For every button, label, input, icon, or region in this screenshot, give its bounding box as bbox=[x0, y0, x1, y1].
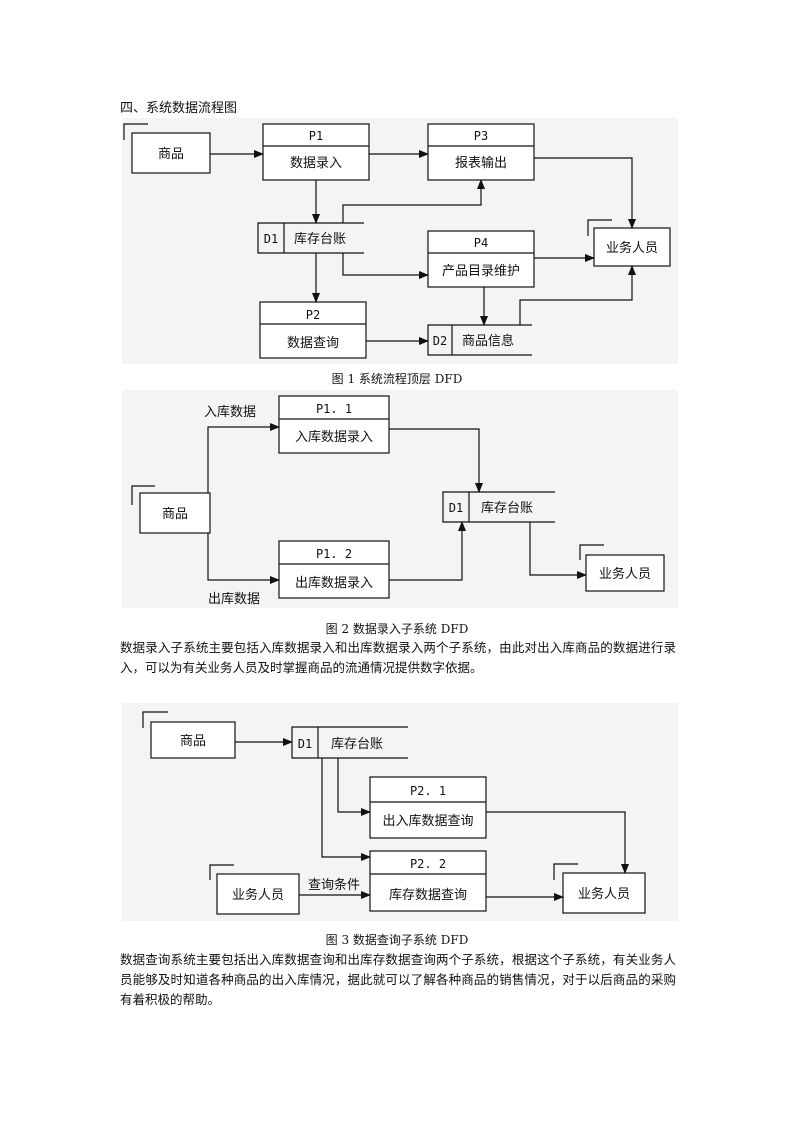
fig1-p4-name: 产品目录维护 bbox=[442, 264, 520, 279]
fig1-d2-id: D2 bbox=[433, 334, 447, 348]
fig1-d1-id: D1 bbox=[264, 232, 278, 246]
figure-3: 商品 D1 库存台账 P2. 1 出入库数据查询 P2. 2 库存数据查询 业务… bbox=[122, 703, 678, 921]
fig3-d1-id: D1 bbox=[298, 737, 312, 751]
fig1-process-p4: P4 产品目录维护 bbox=[427, 230, 535, 288]
fig1-p2-id: P2 bbox=[306, 308, 320, 322]
fig1-d2-name: 商品信息 bbox=[462, 333, 514, 349]
fig3-datastore-d1: D1 库存台账 bbox=[291, 726, 408, 759]
fig2-d1-id: D1 bbox=[449, 501, 463, 515]
fig2-p11-id: P1. 1 bbox=[316, 402, 352, 416]
fig3-flow-query-label: 查询条件 bbox=[308, 877, 360, 893]
fig3-process-p2-2: P2. 2 库存数据查询 bbox=[369, 850, 487, 912]
fig3-entity-goods: 商品 bbox=[142, 711, 236, 759]
fig1-p3-name: 报表输出 bbox=[455, 155, 507, 171]
fig2-flows bbox=[207, 423, 587, 584]
fig2-flow-in-label: 入库数据 bbox=[204, 404, 256, 420]
fig3-caption: 图 3 数据查询子系统 DFD bbox=[325, 933, 469, 947]
fig1-p1-name: 数据录入 bbox=[290, 156, 342, 171]
fig3-entity-staff-right: 业务人员 bbox=[553, 863, 646, 914]
fig1-p1-id: P1 bbox=[309, 129, 323, 143]
fig2-p12-id: P1. 2 bbox=[316, 547, 352, 561]
fig3-process-p2-1: P2. 1 出入库数据查询 bbox=[369, 776, 487, 839]
fig1-caption: 图 1 系统流程顶层 DFD bbox=[331, 372, 463, 386]
fig3-p21-name: 出入库数据查询 bbox=[382, 813, 473, 829]
fig2-caption: 图 2 数据录入子系统 DFD bbox=[325, 622, 469, 636]
fig2-flow-out-label: 出库数据 bbox=[208, 591, 260, 607]
fig2-entity-goods-label: 商品 bbox=[162, 507, 188, 522]
fig1-p2-name: 数据查询 bbox=[287, 336, 339, 351]
figure-2: 入库数据 出库数据 P1. 1 入库数据录入 商品 D1 库存台账 P1. 2 … bbox=[122, 390, 678, 608]
fig1-datastore-d1: D1 库存台账 bbox=[257, 222, 364, 254]
fig1-p3-id: P3 bbox=[474, 129, 488, 143]
fig1-entity-staff: 业务人员 bbox=[587, 219, 671, 267]
figure-1: 商品 P1 数据录入 P3 报表输出 D1 库存台账 P4 产品目录维护 bbox=[122, 118, 678, 364]
fig1-entity-goods: 商品 bbox=[123, 123, 211, 174]
fig2-d1-name: 库存台账 bbox=[481, 500, 533, 516]
fig3-entity-staff-left-label: 业务人员 bbox=[232, 887, 284, 903]
fig3-p22-name: 库存数据查询 bbox=[389, 887, 467, 903]
fig2-entity-staff-label: 业务人员 bbox=[599, 566, 651, 582]
fig2-entity-goods: 商品 bbox=[131, 485, 211, 534]
section-heading: 四、系统数据流程图 bbox=[120, 101, 238, 116]
fig3-d1-name: 库存台账 bbox=[331, 736, 383, 752]
fig3-p22-id: P2. 2 bbox=[410, 857, 446, 871]
fig3-entity-staff-right-label: 业务人员 bbox=[578, 886, 630, 902]
fig1-p4-id: P4 bbox=[474, 236, 488, 250]
fig1-process-p3: P3 报表输出 bbox=[427, 123, 535, 181]
paragraph-data-entry: 数据录入子系统主要包括入库数据录入和出库数据录入两个子系统，由此对出入库商品的数… bbox=[120, 640, 676, 675]
paragraph-data-query: 数据查询系统主要包括出入库数据查询和出库存数据查询两个子系统，根据这个子系统，有… bbox=[120, 952, 676, 1007]
fig2-datastore-d1: D1 库存台账 bbox=[442, 491, 555, 523]
fig3-flows bbox=[235, 738, 629, 901]
fig3-p21-id: P2. 1 bbox=[410, 784, 446, 798]
fig1-entity-staff-label: 业务人员 bbox=[606, 240, 658, 256]
fig2-p11-name: 入库数据录入 bbox=[295, 429, 373, 445]
fig3-entity-goods-label: 商品 bbox=[180, 734, 206, 749]
fig1-entity-goods-label: 商品 bbox=[158, 147, 184, 162]
fig2-entity-staff: 业务人员 bbox=[579, 544, 665, 592]
fig1-process-p1: P1 数据录入 bbox=[262, 123, 370, 181]
fig3-entity-staff-left: 业务人员 bbox=[209, 864, 300, 915]
fig1-process-p2: P2 数据查询 bbox=[259, 301, 367, 359]
fig1-d1-name: 库存台账 bbox=[294, 231, 346, 247]
fig2-p12-name: 出库数据录入 bbox=[295, 575, 373, 591]
fig2-process-p1-1: P1. 1 入库数据录入 bbox=[278, 395, 390, 454]
fig2-process-p1-2: P1. 2 出库数据录入 bbox=[278, 540, 390, 599]
fig1-flows bbox=[210, 150, 636, 345]
